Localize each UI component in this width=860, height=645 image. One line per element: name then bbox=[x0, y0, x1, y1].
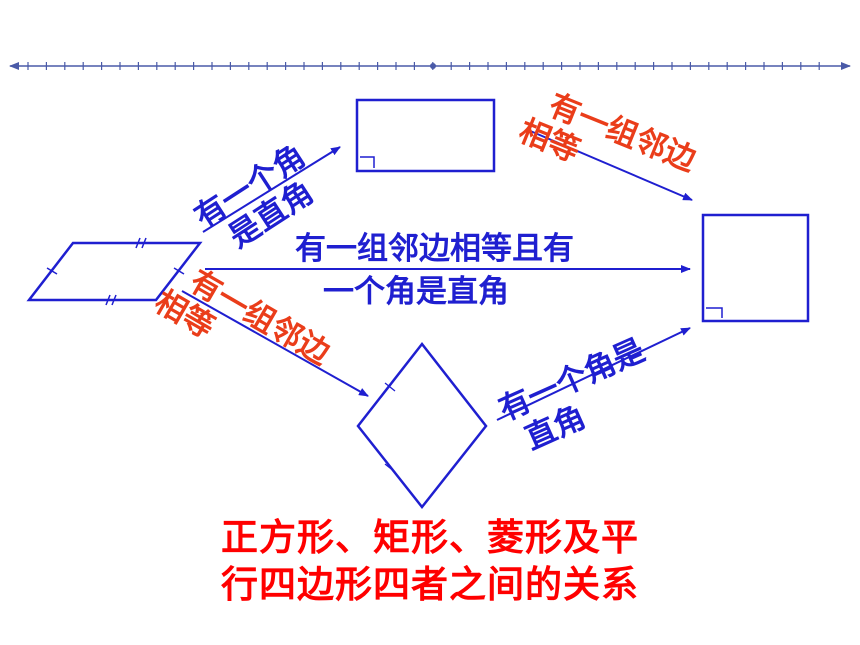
arrow-rectangle-to-square bbox=[527, 129, 693, 201]
arrow-rhombus-to-square bbox=[496, 327, 691, 421]
rectangle-shape bbox=[355, 98, 496, 173]
ruler-center-dot bbox=[430, 63, 436, 69]
diagram-title-line2: 行四边形四者之间的关系 bbox=[221, 563, 639, 606]
decorative-ruler bbox=[9, 62, 851, 70]
label-para-to-square-line1: 有一组邻边相等且有 bbox=[295, 231, 574, 267]
square-shape bbox=[701, 213, 810, 323]
diagram-title-line1: 正方形、矩形、菱形及平 bbox=[221, 516, 639, 559]
rhombus-shape bbox=[356, 341, 488, 510]
label-para-to-square-line2: 一个角是直角 bbox=[323, 274, 509, 310]
label-para-to-square: 有一组邻边相等且有 一个角是直角 bbox=[295, 234, 574, 308]
arrow-parallelogram-to-rhombus bbox=[181, 290, 369, 397]
arrow-parallelogram-to-rectangle bbox=[202, 146, 341, 233]
parallelogram-shape bbox=[26, 237, 203, 306]
